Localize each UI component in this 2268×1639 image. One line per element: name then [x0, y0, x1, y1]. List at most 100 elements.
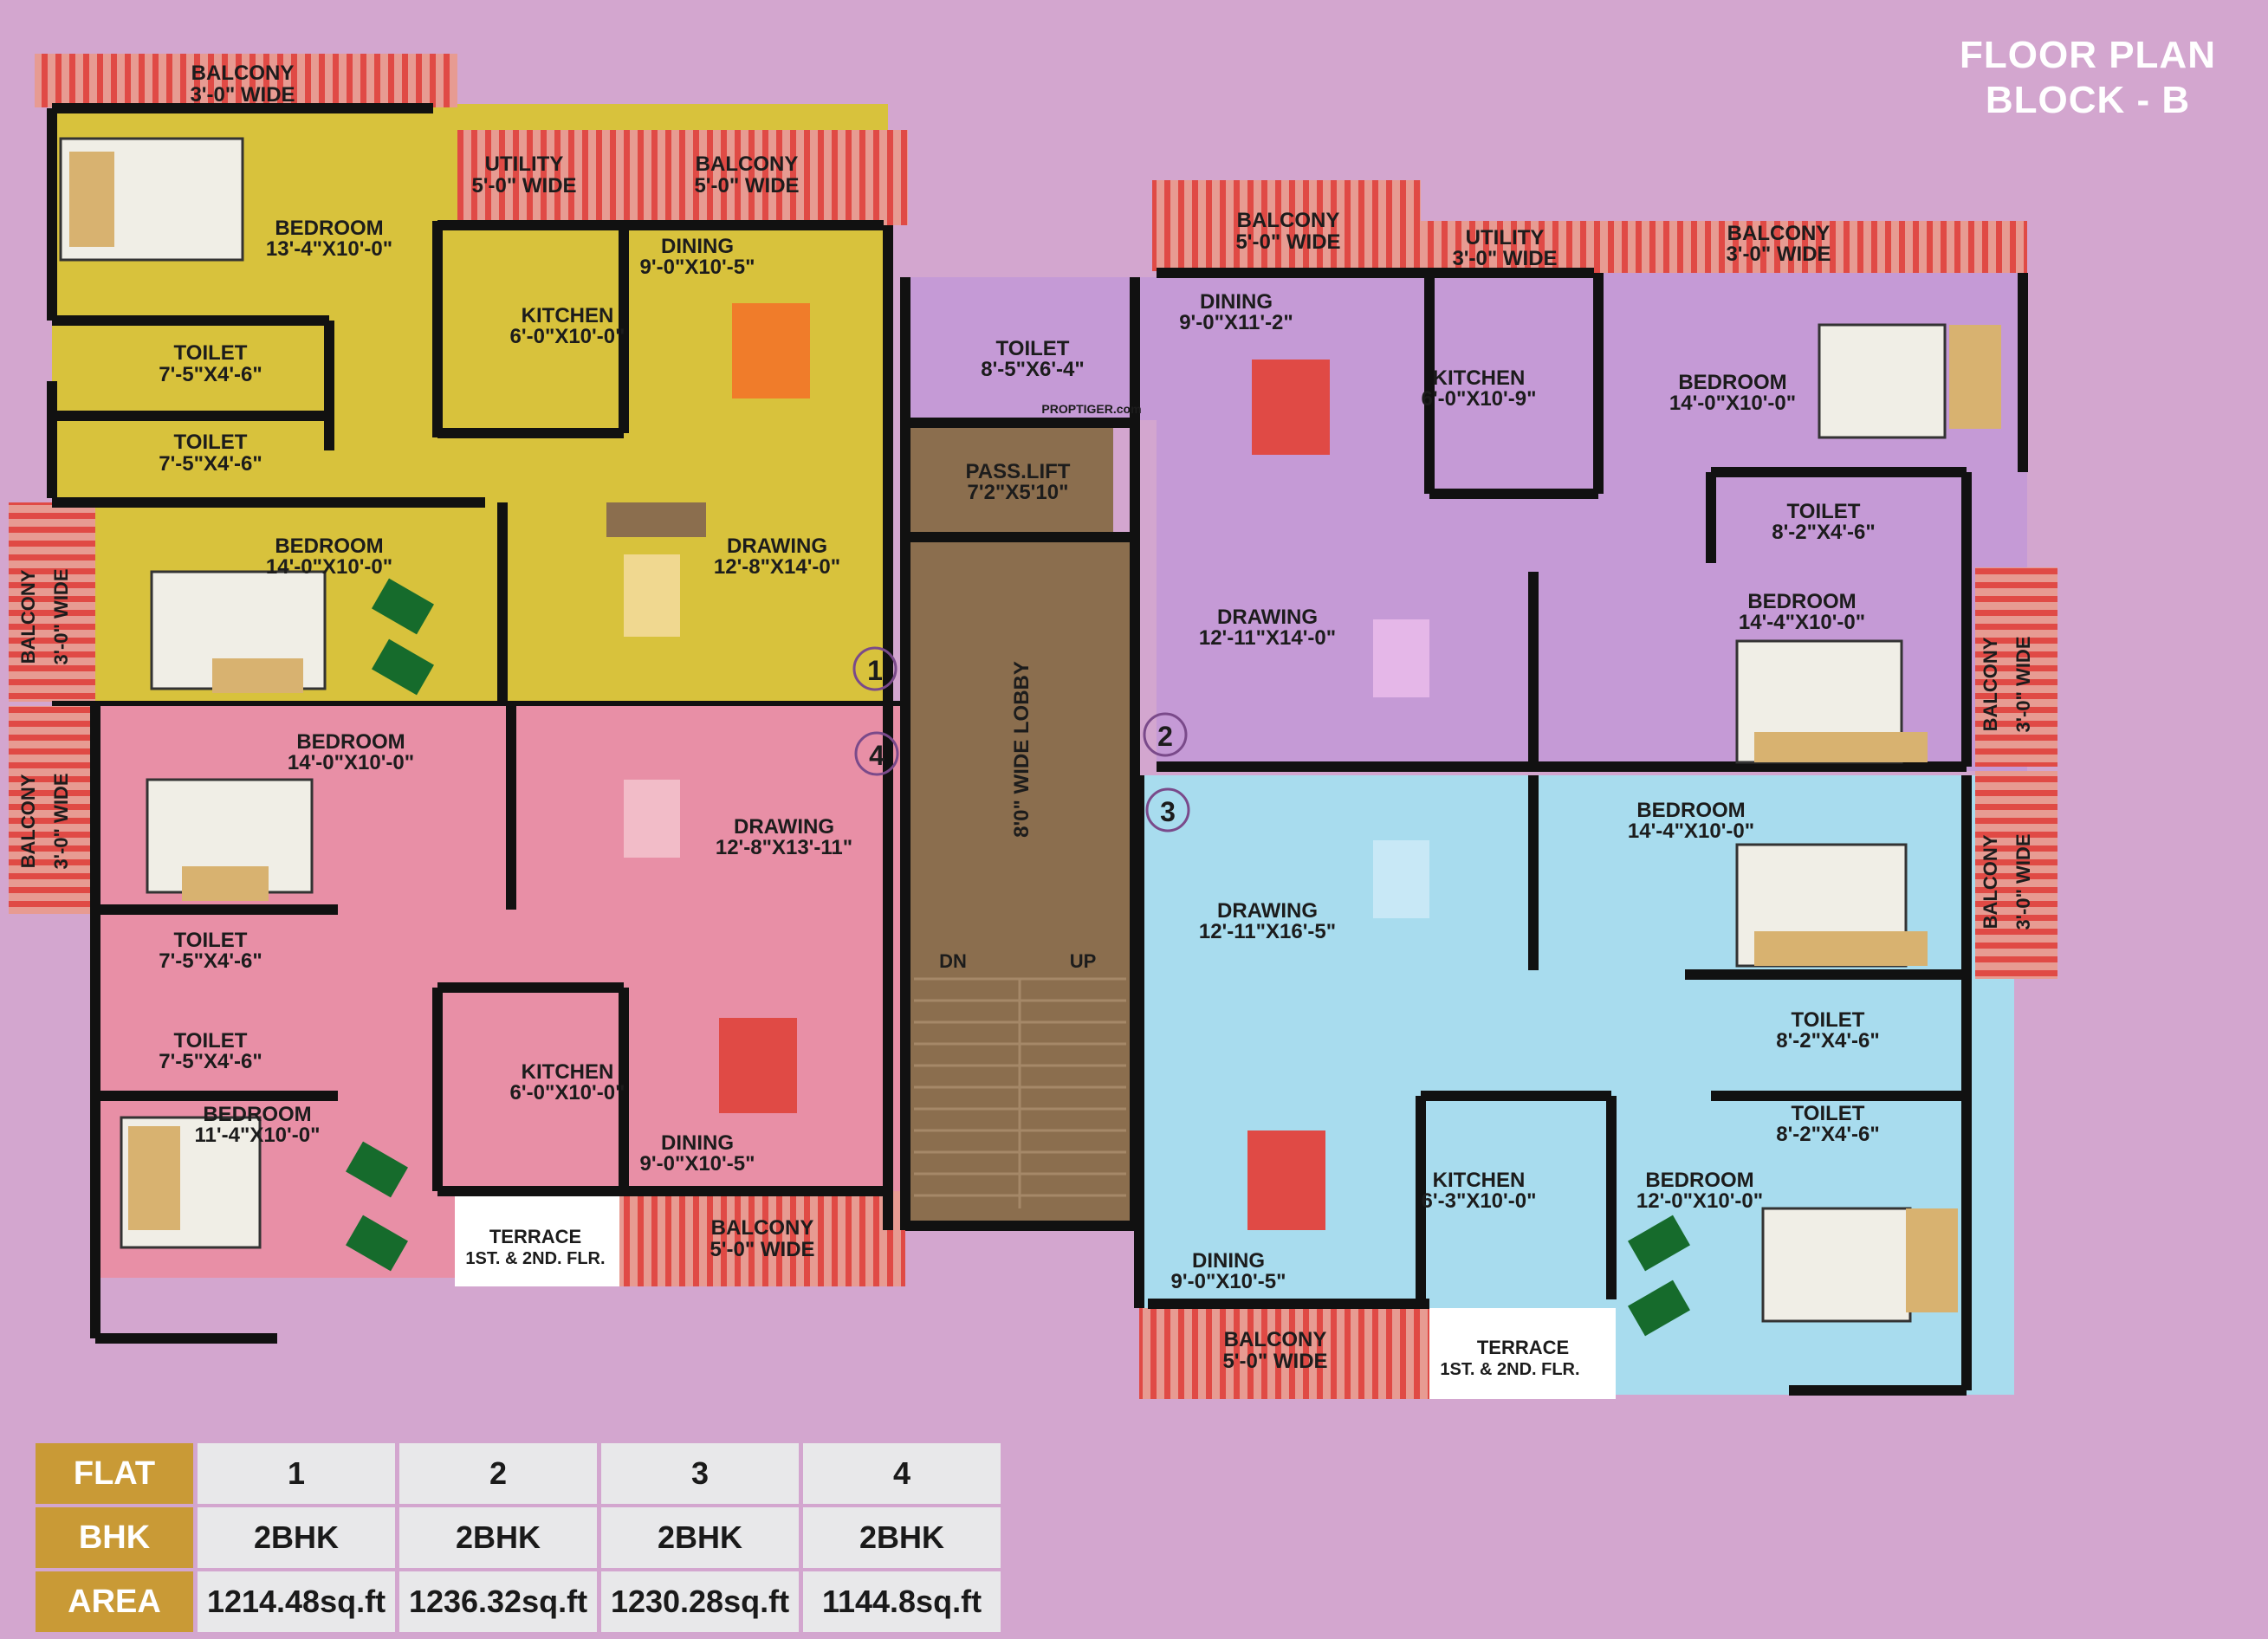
- f1-balcony-top: [35, 54, 457, 107]
- f3-dining-table: [1247, 1130, 1325, 1230]
- f4-bed-pillow: [182, 866, 269, 901]
- label-f3-drawing: DRAWING: [1217, 899, 1318, 923]
- label-f3-bedroom: BEDROOM: [1636, 799, 1745, 822]
- label-f2-balcony-3-size: 3'-0" WIDE: [1726, 243, 1831, 266]
- f2-dining-table: [1252, 360, 1330, 455]
- f1-rug: [624, 554, 680, 637]
- flat-4-bhk: 2BHK: [803, 1507, 1001, 1568]
- f3-plant-b: [1628, 1279, 1690, 1337]
- f3-terrace: [1429, 1308, 1616, 1399]
- f2-balcony-side: [1975, 567, 2057, 767]
- label-f4-toilet-a-size: 7'-5"X4'-6": [159, 949, 262, 973]
- flat-4-number: 4: [803, 1443, 1001, 1504]
- label-f1-balcony-5: BALCONY: [696, 152, 799, 176]
- table-row-bhk: BHK 2BHK 2BHK 2BHK 2BHK: [36, 1507, 1001, 1568]
- label-f1-drawing: DRAWING: [727, 534, 827, 558]
- flat-marker-4-text: 4: [869, 740, 885, 771]
- table-row-area: AREA 1214.48sq.ft 1236.32sq.ft 1230.28sq…: [36, 1571, 1001, 1632]
- label-f3-bedroom-size: 14'-4"X10'-0": [1628, 820, 1754, 843]
- label-f1-bedroom-top-size: 13'-4"X10'-0": [266, 237, 392, 261]
- core-toilet: [905, 277, 1157, 420]
- flat-marker-1-text: 1: [867, 655, 883, 686]
- label-core-toilet: TOILET: [996, 337, 1070, 360]
- f2-bed-top-pillow: [1949, 325, 2001, 429]
- label-f2-drawing: DRAWING: [1217, 606, 1318, 629]
- f1-balcony-right: [457, 130, 908, 225]
- label-f2-balcony-5: BALCONY: [1237, 209, 1340, 232]
- f2-balcony-3: [1421, 221, 2027, 273]
- plan-title-line2: BLOCK - B: [1985, 79, 2191, 121]
- f4-balcony-bottom: [619, 1191, 905, 1286]
- label-f1-bedroom-top: BEDROOM: [275, 217, 383, 240]
- f4-plant-b: [346, 1215, 408, 1272]
- label-f2-bedroom2-size: 14'-4"X10'-0": [1739, 611, 1865, 634]
- flat-3-area: 1230.28sq.ft: [601, 1571, 799, 1632]
- flat-marker-3-text: 3: [1160, 796, 1176, 827]
- label-f1-dining-size: 9'-0"X10'-5": [640, 256, 755, 279]
- flat-1-bhk: 2BHK: [198, 1507, 395, 1568]
- label-f3-toilet-a-size: 8'-2"X4'-6": [1776, 1029, 1880, 1053]
- f4-balcony-side: [9, 706, 95, 914]
- label-f1-kitchen: KITCHEN: [522, 304, 614, 327]
- label-f2-toilet: TOILET: [1787, 500, 1861, 523]
- flat-info-table: FLAT 1 2 3 4 BHK 2BHK 2BHK 2BHK 2BHK ARE…: [31, 1440, 1005, 1636]
- flat-2: [1152, 180, 2057, 772]
- label-f4-drawing-size: 12'-8"X13'-11": [716, 836, 852, 859]
- core-lift: [905, 424, 1113, 533]
- label-f3-balcony-side-size: 3'-0" WIDE: [2012, 833, 2034, 930]
- label-f4-terrace-size: 1ST. & 2ND. FLR.: [465, 1249, 605, 1268]
- label-f4-kitchen-size: 6'-0"X10'-0": [510, 1081, 625, 1105]
- label-f3-balcony-side: BALCONY: [1980, 834, 2001, 929]
- f3-bed-pillow: [1754, 931, 1928, 966]
- label-f4-toilet-a: TOILET: [174, 929, 248, 952]
- label-f1-kitchen-size: 6'-0"X10'-0": [510, 325, 625, 348]
- centre-core: [900, 277, 1157, 1231]
- label-f4-toilet-b-size: 7'-5"X4'-6": [159, 1050, 262, 1073]
- label-f2-utility-size: 3'-0" WIDE: [1452, 247, 1557, 270]
- label-f1-bedroom2-size: 14'-0"X10'-0": [266, 555, 392, 579]
- label-f1-toilet-b: TOILET: [174, 431, 248, 454]
- label-f2-toilet-size: 8'-2"X4'-6": [1772, 521, 1876, 544]
- flat-marker-3: [1145, 787, 1190, 832]
- f3-balcony-bottom: [1139, 1308, 1429, 1399]
- label-f1-balcony-top: BALCONY: [191, 62, 295, 85]
- f4-plant-a: [346, 1141, 408, 1198]
- label-f3-bedroom2: BEDROOM: [1645, 1169, 1753, 1192]
- f1-plant-a: [372, 578, 434, 635]
- flat-markers: 1 2 3 4: [852, 646, 1190, 832]
- row-label-area: AREA: [36, 1571, 193, 1632]
- label-f3-balcony-bottom: BALCONY: [1224, 1328, 1327, 1351]
- row-label-flat: FLAT: [36, 1443, 193, 1504]
- flat-4-area: 1144.8sq.ft: [803, 1571, 1001, 1632]
- flat-3: [1134, 771, 2057, 1399]
- label-core-lobby: 8'0" WIDE LOBBY: [1010, 661, 1034, 838]
- f4-bed-2-pillow: [128, 1126, 180, 1230]
- label-f4-balcony-side-size: 3'-0" WIDE: [50, 773, 72, 869]
- room-labels: BALCONY 3'-0" WIDE BEDROOM 13'-4"X10'-0"…: [17, 62, 2034, 1379]
- label-f2-bedroom-top: BEDROOM: [1678, 371, 1786, 394]
- label-f4-terrace: TERRACE: [489, 1226, 581, 1247]
- label-f3-terrace: TERRACE: [1477, 1337, 1569, 1358]
- flat-marker-2: [1143, 712, 1188, 757]
- f4-rug: [624, 780, 680, 858]
- label-core-lift-size: 7'2"X5'10": [968, 481, 1069, 504]
- label-f1-utility-size: 5'-0" WIDE: [471, 174, 576, 198]
- f2-balcony-5: [1152, 180, 1421, 271]
- flat-2-area: 1236.32sq.ft: [399, 1571, 597, 1632]
- label-f1-dining: DINING: [661, 235, 734, 258]
- label-f2-bedroom2: BEDROOM: [1747, 590, 1856, 613]
- core-stairs: [914, 977, 1126, 1208]
- label-f1-toilet-b-size: 7'-5"X4'-6": [159, 452, 262, 476]
- row-label-bhk: BHK: [36, 1507, 193, 1568]
- f1-sofa: [606, 502, 706, 537]
- label-f2-kitchen: KITCHEN: [1433, 366, 1526, 390]
- label-f2-balcony-3: BALCONY: [1727, 222, 1831, 245]
- label-f4-bedroom-size: 14'-0"X10'-0": [288, 751, 414, 774]
- label-f4-kitchen: KITCHEN: [522, 1060, 614, 1084]
- f3-plant-a: [1628, 1215, 1690, 1272]
- label-f3-balcony-bottom-size: 5'-0" WIDE: [1222, 1350, 1327, 1373]
- label-f3-bedroom2-size: 12'-0"X10'-0": [1636, 1189, 1763, 1213]
- label-f3-toilet-b: TOILET: [1792, 1102, 1865, 1125]
- label-f2-balcony-5-size: 5'-0" WIDE: [1235, 230, 1340, 254]
